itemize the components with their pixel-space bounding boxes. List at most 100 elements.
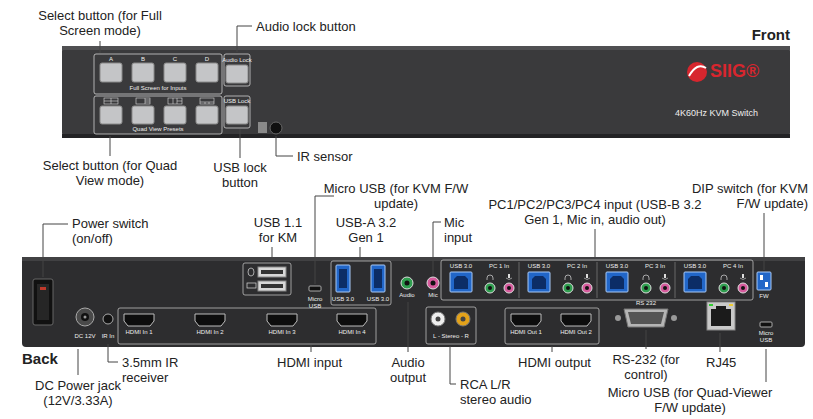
full-screen-buttons xyxy=(132,63,154,82)
audio-jacks xyxy=(427,277,439,289)
panel-print: D xyxy=(205,56,209,63)
usb-km-ports xyxy=(258,281,286,291)
rj45-port xyxy=(711,309,731,326)
rj45-port xyxy=(729,304,733,306)
panel-print: Micro USB xyxy=(303,296,327,310)
back-panel xyxy=(22,257,805,347)
pc-input-ports xyxy=(566,286,570,290)
hdmi-output-ports xyxy=(561,314,591,326)
pc-input-ports xyxy=(584,278,590,280)
brand-logo: SIIG® xyxy=(710,61,759,81)
callout-label: Mic input xyxy=(444,215,484,245)
pc-input-ports xyxy=(487,275,493,280)
pc-input-ports xyxy=(664,274,666,278)
ir-jack xyxy=(103,314,113,324)
quad-view-buttons xyxy=(104,98,118,104)
callout-label: Select button (for Quad View mode) xyxy=(35,158,185,188)
panel-print: Full Screen for Inputs xyxy=(129,85,186,92)
lock-buttons xyxy=(226,65,248,83)
callout-label: USB lock button xyxy=(209,160,271,190)
callout-label: HDMI output xyxy=(518,355,591,370)
panel-print: HDMI In 2 xyxy=(196,329,223,336)
quad-view-buttons xyxy=(196,106,218,124)
quad-view-buttons xyxy=(164,106,186,124)
dip-switch xyxy=(765,282,768,287)
leader-line xyxy=(552,346,553,352)
usb-km-ports xyxy=(261,270,283,274)
dc-jack xyxy=(84,316,87,319)
panel-print: DC 12V xyxy=(74,333,95,340)
quad-view-buttons xyxy=(200,98,214,104)
dip-switch xyxy=(757,272,771,290)
pc-input-ports xyxy=(684,272,706,292)
hdmi-output-ports xyxy=(511,314,541,326)
leader-line xyxy=(240,129,241,158)
leader-line xyxy=(272,247,273,261)
rca-jacks xyxy=(426,307,476,344)
panel-print: FW xyxy=(759,293,768,300)
dc-jack xyxy=(81,313,89,321)
lock-buttons xyxy=(226,106,248,124)
panel-print: USB Lock xyxy=(224,98,251,105)
hdmi-input-ports xyxy=(118,308,376,344)
dip-switch xyxy=(760,275,763,280)
rs232-port xyxy=(615,309,677,327)
power-switch xyxy=(33,279,53,325)
callout-label: Audio output xyxy=(383,355,433,385)
rs232-port xyxy=(615,315,621,321)
pc-input-ports xyxy=(441,260,753,300)
back-panel xyxy=(22,257,805,347)
quad-view-buttons xyxy=(94,96,222,134)
callout-label: RCA L/R stereo audio xyxy=(460,377,545,407)
usb3-ports xyxy=(331,261,391,305)
lock-buttons xyxy=(224,54,250,128)
callout-label: IR sensor xyxy=(297,149,353,164)
pc-input-ports xyxy=(586,274,588,278)
rca-jacks xyxy=(461,317,466,322)
pc-input-ports xyxy=(563,283,573,293)
pc-input-ports xyxy=(643,275,649,280)
pc-input-ports xyxy=(688,276,702,289)
panel-print: Audio xyxy=(399,292,414,299)
panel-print: Quad View Presets xyxy=(132,126,183,133)
power-switch xyxy=(37,284,49,320)
panel-print: PC 4 In xyxy=(723,263,743,270)
panel-print: USB 3.0 xyxy=(332,296,354,303)
leader-line xyxy=(237,26,252,52)
pc-input-ports xyxy=(741,286,745,290)
rj45-port xyxy=(707,302,735,330)
panel-print: HDMI Out 1 xyxy=(510,329,542,336)
panel-print: RS 232 xyxy=(636,300,656,307)
pc-input-ports xyxy=(641,283,651,293)
audio-jacks xyxy=(401,277,413,289)
leader-line xyxy=(276,136,293,156)
quad-view-buttons xyxy=(94,96,222,134)
hdmi-input-ports xyxy=(195,314,225,326)
pc-input-ports xyxy=(506,278,512,280)
full-screen-buttons xyxy=(94,54,222,94)
rs232-port xyxy=(628,312,664,324)
panel-print: HDMI In 1 xyxy=(125,329,152,336)
pc-input-ports xyxy=(528,272,550,292)
usb-km-ports xyxy=(243,263,291,295)
front-panel xyxy=(62,134,790,138)
leader-line xyxy=(766,349,767,382)
quad-view-buttons xyxy=(100,106,122,124)
front-panel xyxy=(62,46,790,138)
audio-jacks xyxy=(431,281,436,286)
ir-sensor xyxy=(258,122,267,133)
pc-input-ports xyxy=(738,283,748,293)
pc-input-ports xyxy=(644,286,648,290)
pc-input-ports xyxy=(582,283,592,293)
rca-jacks xyxy=(456,312,470,326)
callout-label: USB 1.1 for KM xyxy=(248,215,308,245)
usb3-ports xyxy=(339,269,347,288)
leader-line xyxy=(720,333,721,352)
callout-label: RJ45 xyxy=(706,355,736,370)
panel-print: Audio Lock xyxy=(222,57,252,64)
usb-km-ports xyxy=(248,268,254,276)
brand-mark xyxy=(689,66,706,76)
full-screen-buttons xyxy=(164,63,186,82)
brand-mark xyxy=(687,62,707,82)
